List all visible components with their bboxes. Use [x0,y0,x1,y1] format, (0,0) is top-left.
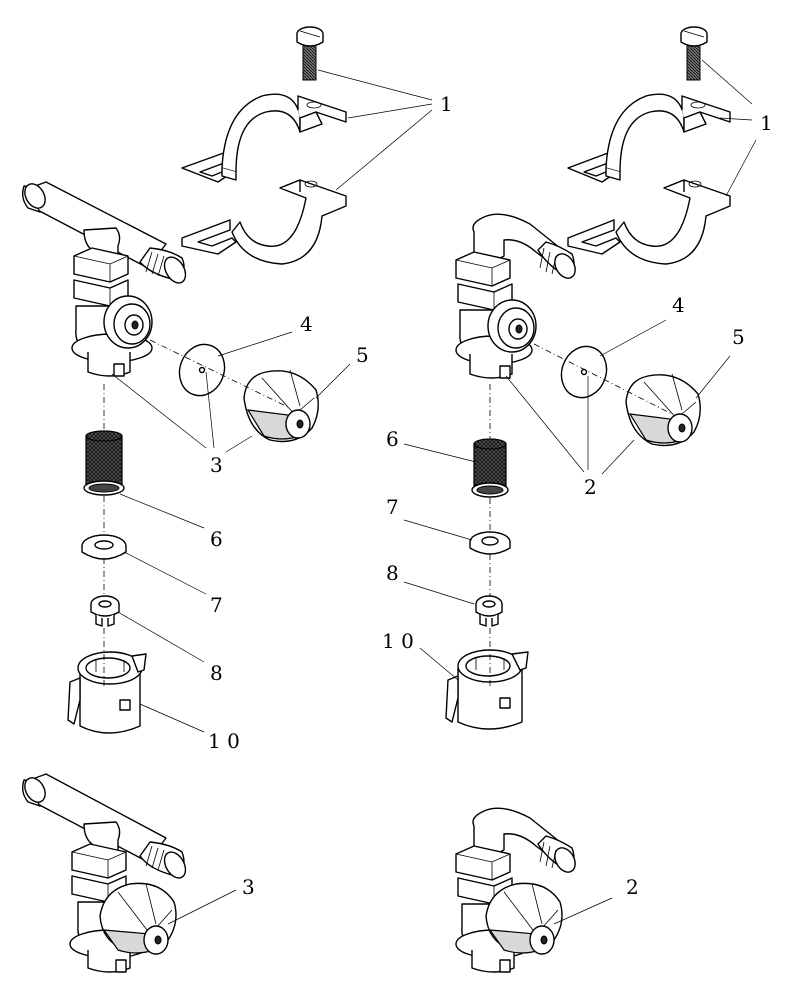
right-screen-filter [471,438,509,498]
callout-right-1: 1 [760,111,773,135]
left-clamp-upper [181,93,347,183]
left-tee-fitting [21,181,187,377]
callout-labels: 1 4 5 3 6 7 8 1 0 1 4 5 2 6 7 8 1 0 3 2 [208,92,773,899]
left-washer [81,534,127,560]
left-diaphragm [178,343,226,397]
right-assembly [403,26,757,730]
callout-left-8: 8 [210,661,223,685]
right-washer [469,531,511,555]
left-clamp-lower [181,179,347,265]
callout-right-8: 8 [386,561,399,585]
callout-left-3: 3 [210,453,223,477]
left-check-valve [90,595,120,627]
right-clamp-upper [567,93,731,183]
right-check-valve [475,595,503,627]
right-screw [680,26,708,81]
left-nozzle-cap [67,651,147,734]
left-screw [296,26,324,81]
left-cap [243,369,319,443]
left-screen-filter [83,430,125,496]
callout-left-6: 6 [210,527,223,551]
right-nozzle-cap [445,649,529,730]
callout-left-5: 5 [356,343,369,367]
right-clamp-lower [567,179,731,265]
right-diaphragm [560,345,608,399]
bottom-left-assembled [21,773,237,973]
right-leader-lines [403,59,757,681]
callout-left-7: 7 [210,593,223,617]
callout-right-2: 2 [584,475,597,499]
callout-bottom-left-3: 3 [242,875,255,899]
callout-right-6: 6 [386,427,399,451]
callout-right-5: 5 [732,325,745,349]
callout-right-4: 4 [672,293,685,317]
callout-right-7: 7 [386,495,399,519]
callout-right-10: 1 0 [382,629,414,653]
callout-bottom-right-2: 2 [626,875,639,899]
callout-left-4: 4 [300,312,313,336]
callout-left-10: 1 0 [208,729,240,753]
callout-left-1: 1 [440,92,453,116]
bottom-right-assembled [455,807,613,973]
right-elbow-fitting [455,213,576,379]
left-assembly [21,26,433,734]
left-leader-lines [111,69,433,733]
right-cap [625,373,701,447]
